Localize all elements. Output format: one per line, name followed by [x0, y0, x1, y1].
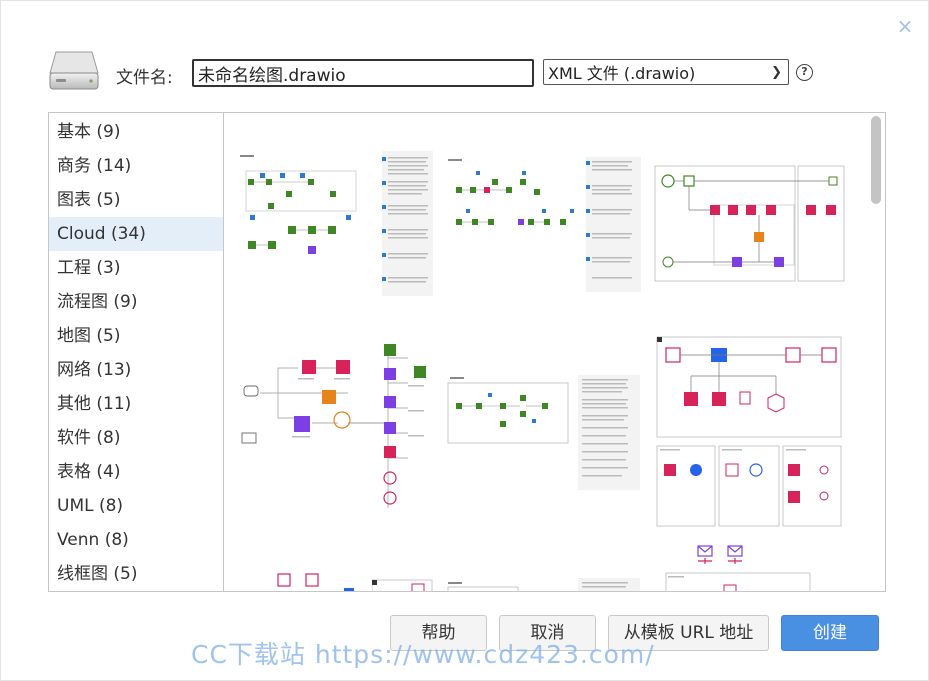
- category-item-network[interactable]: 网络 (13): [57, 360, 132, 380]
- category-item-venn[interactable]: Venn (8): [57, 530, 129, 550]
- scroll-thumb[interactable]: [871, 116, 881, 204]
- close-icon[interactable]: ×: [896, 14, 914, 38]
- category-item-tables[interactable]: 表格 (4): [57, 462, 121, 482]
- category-item-engineering[interactable]: 工程 (3): [57, 258, 121, 278]
- category-item-flowchart[interactable]: 流程图 (9): [57, 292, 138, 312]
- help-circle-icon[interactable]: ?: [796, 64, 813, 81]
- from-template-url-button[interactable]: 从模板 URL 地址: [608, 615, 769, 651]
- format-select[interactable]: XML 文件 (.drawio) ❯: [543, 59, 789, 85]
- cancel-button[interactable]: 取消: [499, 615, 596, 651]
- format-select-value: XML 文件 (.drawio): [548, 64, 696, 83]
- category-item-cloud[interactable]: Cloud (34): [49, 217, 223, 251]
- template-thumbnail[interactable]: [446, 157, 641, 292]
- gallery-scrollbar[interactable]: [869, 115, 883, 589]
- category-item-business[interactable]: 商务 (14): [57, 156, 132, 176]
- category-item-software[interactable]: 软件 (8): [57, 428, 121, 448]
- filename-input[interactable]: [192, 59, 534, 87]
- template-thumbnail[interactable]: [664, 541, 814, 591]
- category-list: 基本 (9) 商务 (14) 图表 (5) Cloud (34) 工程 (3) …: [48, 112, 223, 592]
- help-button[interactable]: 帮助: [390, 615, 487, 651]
- template-thumbnail[interactable]: [372, 578, 652, 591]
- template-thumbnail[interactable]: [238, 338, 438, 508]
- category-item-uml[interactable]: UML (8): [57, 496, 124, 516]
- template-thumbnail[interactable]: [238, 151, 433, 296]
- template-thumbnail[interactable]: [656, 336, 846, 528]
- category-item-other[interactable]: 其他 (11): [57, 394, 132, 414]
- category-item-charts[interactable]: 图表 (5): [57, 190, 121, 210]
- template-thumbnail[interactable]: [446, 375, 641, 490]
- hard-disk-icon: [48, 49, 100, 91]
- category-item-basic[interactable]: 基本 (9): [57, 122, 121, 142]
- filename-label: 文件名:: [116, 68, 173, 88]
- category-item-wireframes[interactable]: 线框图 (5): [57, 564, 138, 584]
- template-gallery: [223, 112, 886, 592]
- chevron-down-icon: ❯: [771, 64, 782, 80]
- create-button[interactable]: 创建: [781, 615, 879, 651]
- category-item-maps[interactable]: 地图 (5): [57, 326, 121, 346]
- template-thumbnail[interactable]: [654, 165, 846, 283]
